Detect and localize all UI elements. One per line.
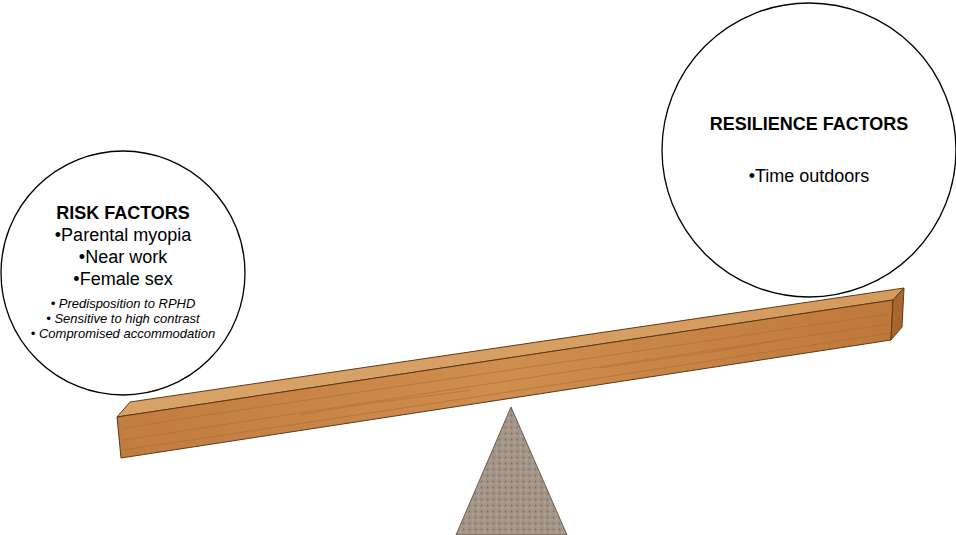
- circle-content: RESILIENCE FACTORS •Time outdoors: [709, 113, 909, 187]
- bullet-item: •Time outdoors: [749, 165, 870, 187]
- circle-heading: RESILIENCE FACTORS: [710, 113, 909, 135]
- plank-end: [891, 288, 904, 340]
- circle-shape: [662, 3, 956, 297]
- resilience-circle: RESILIENCE FACTORS •Time outdoors: [661, 2, 956, 298]
- bullet-item: • Compromised accommodation: [31, 326, 215, 341]
- bullet-item: • Sensitive to high contrast: [46, 311, 199, 326]
- wood-grain: [123, 314, 890, 450]
- circle-content: RISK FACTORS•Parental myopia•Near work•F…: [23, 202, 223, 341]
- bullet-item: •Female sex: [73, 268, 172, 290]
- risk-circle: RISK FACTORS•Parental myopia•Near work•F…: [0, 150, 246, 396]
- circle-outline: [661, 2, 956, 298]
- bullet-item: • Predisposition to RPHD: [51, 296, 196, 311]
- fulcrum: [456, 407, 567, 535]
- bullet-item: •Near work: [79, 246, 167, 268]
- circle-shape: [1, 151, 245, 395]
- circle-heading: RISK FACTORS: [56, 202, 190, 224]
- bullet-item: •Parental myopia: [55, 224, 191, 246]
